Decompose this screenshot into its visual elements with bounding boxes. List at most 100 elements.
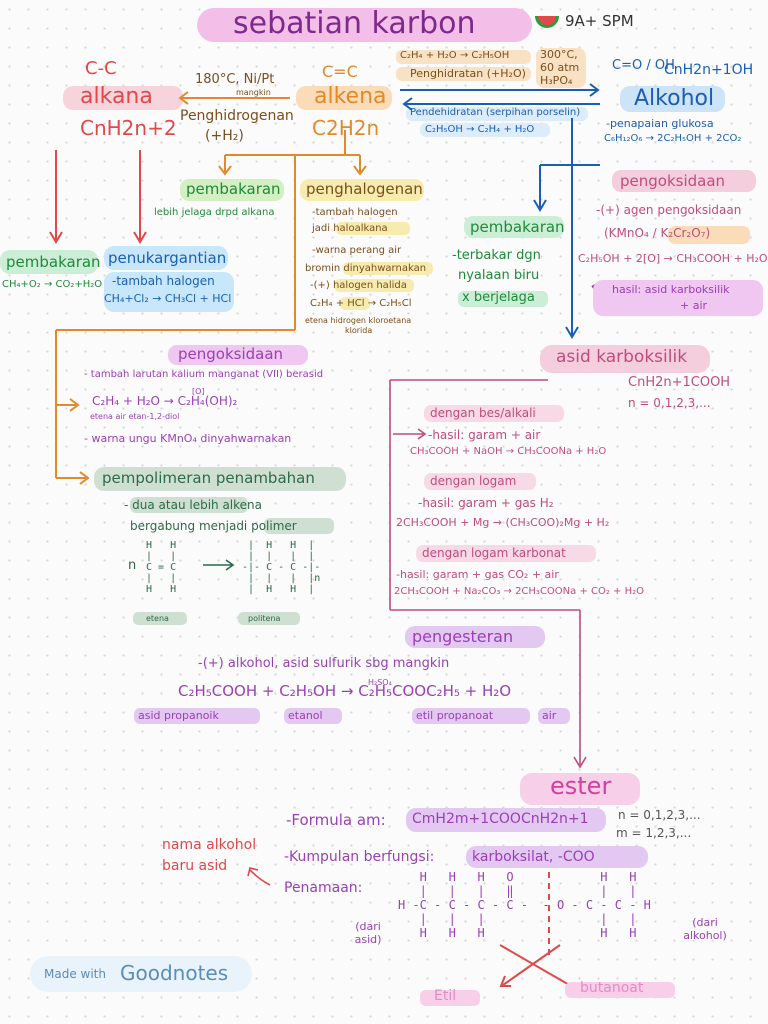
hydration-label: Penghidratan (+H₂O) [410,67,526,80]
ester-etil: Etil [434,988,457,1004]
hal-line-5: -(+) halogen halida [310,280,407,291]
alkena-formula: C2H2n [312,116,380,140]
grade-label: 9A+ SPM [565,12,634,30]
alkohol-name: Alkohol [634,86,715,111]
asid-item-3-hasil: -hasil: garam + gas CO₂ + air [396,568,559,581]
hal-under: etena hidrogen kloroetana [305,316,412,325]
penukargantian-note: -tambah halogen [112,274,215,288]
pengesteran-label-1: asid propanoik [138,709,219,722]
politena-structure: | H H | | | | | -|- C - C -|- | | | |n |… [242,540,321,595]
pengesteran-eq: C₂H₅COOH + C₂H₅OH → C₂H₅COOC₂H₅ + H₂O [178,682,512,700]
asid-item-3-eq: 2CH₃COOH + Na₂CO₃ → 2CH₃COONa + CO₂ + H₂… [394,586,645,597]
alkana-name: alkana [80,84,153,109]
alkana-bond: C-C [85,58,117,79]
ester-fungsi-label: -Kumpulan berfungsi: [284,849,435,865]
ester-formula: CmH2m+1COOCnH2n+1 [412,811,589,827]
asid-formula: CnH2n+1COOH [628,375,731,390]
pengoksidaan-eq: C₂H₄ + H₂O → C₂H₄(OH)₂ [92,394,238,408]
alkena-bond: C=C [322,62,358,81]
ester-m-range: m = 1,2,3,... [616,826,692,840]
pempolimeran-line-1: - dua atau lebih alkena [124,498,263,512]
made-with-label: Made with [44,967,106,981]
arrow-hydrogenation [178,91,290,105]
hydration-catalyst: H₃PO₄ [540,74,573,87]
pengoksidaan-cat: [O] [192,387,205,396]
hal-line-3: -warna perang air [312,245,402,256]
alkohol-formula: CnH2n+1OH [664,62,754,78]
pengesteran-label-2: etanol [288,709,323,722]
ester-note-2: baru asid [162,858,228,874]
hydrogenation-label: Penghidrogenan [180,108,294,124]
pengesteran-label-4: air [542,709,557,722]
pempolimeran-line-2: bergabung menjadi polimer [130,519,297,533]
hydrogenation-plus: (+H₂) [205,128,244,144]
pengesteran-line: -(+) alkohol, asid sulfurik sbg mangkin [198,656,450,671]
hal-line-4: bromin dinyahwarnakan [305,263,427,274]
hydration-temp: 300°C, [540,48,578,61]
polymer-n: n [128,558,137,573]
oks-line-4: hasil: asid karboksilik [612,283,730,296]
dehydration-eq: C₂H₅OH → C₂H₄ + H₂O [425,124,535,135]
ester-fungsi: karboksilat, -COO [472,849,595,865]
ester-name: ester [550,772,612,800]
pengoksidaan-line-1: - tambah larutan kalium manganat (VII) b… [84,369,324,380]
alkohol-pengoksidaan: pengoksidaan [620,172,726,190]
penukargantian-eq: CH₄+Cl₂ → CH₃Cl + HCl [104,292,232,305]
ester-structure: H H H O H H | | | ‖ | | H -C - C - C - C… [398,870,651,940]
ester-formula-label: -Formula am: [286,811,386,829]
oks-line-1: -(+) agen pengoksidaan [596,203,742,217]
asid-n: n = 0,1,2,3,... [628,396,711,410]
oks-line-5: + air [680,299,708,312]
hal-under-2: klorida [345,326,373,335]
alkohol-pemb-line-1: -terbakar dgn [452,248,541,263]
fermentation-eq: C₆H₁₂O₆ → 2C₂H₅OH + 2CO₂ [604,133,742,144]
asid-item-3-head: dengan logam karbonat [422,546,566,560]
ester-butanoat: butanoat [580,980,644,996]
asid-name: asid karboksilik [556,347,688,367]
dehydration-label: Pendehidratan (serpihan porselin) [410,107,581,118]
politena-label: politena [248,614,281,623]
etena-label: etena [146,614,169,623]
ester-note-1: nama alkohol [162,837,257,853]
goodnotes-badge[interactable]: Made with Goodnotes [30,956,252,992]
asid-item-1-hasil: -hasil: garam + air [428,428,541,442]
oks-line-3: C₂H₅OH + 2[O] → CH₃COOH + H₂O [578,252,768,265]
asid-item-2-head: dengan logam [430,474,517,488]
hydrogenation-catalyst: mangkin [236,88,271,97]
pengesteran-label-3: etil propanoat [416,709,494,722]
alkohol-pemb-line-3: x berjelaga [462,290,535,305]
pempolimeran-title: pempolimeran penambahan [102,469,315,487]
title-highlight [197,8,532,42]
asid-item-1-head: dengan bes/alkali [430,406,536,420]
pengoksidaan-line-2: - warna ungu KMnO₄ dinyahwarnakan [84,432,292,445]
alkana-formula: CnH2n+2 [80,116,177,140]
alkana-penukargantian: penukargantian [108,249,227,267]
asid-item-1-eq: CH₃COOH + NaOH → CH₃COONa + H₂O [410,446,607,457]
alkena-penghalogenan: penghalogenan [306,180,423,198]
pengesteran-cat: H₂SO₄ [368,678,392,687]
hydrogenation-condition: 180°C, Ni/Pt [195,72,275,87]
alkena-pembakaran: pembakaran [186,180,281,198]
dari-alkohol: (dari alkohol) [683,916,727,942]
asid-item-2-eq: 2CH₃COOH + Mg → (CH₃COO)₂Mg + H₂ [396,516,610,529]
fermentation-label: -penapaian glukosa [606,117,714,130]
pengoksidaan-title: pengoksidaan [178,345,284,363]
ester-penamaan: Penamaan: [284,880,363,896]
alkohol-pembakaran: pembakaran [470,218,565,236]
hydration-pressure: 60 atm [540,61,580,74]
page-title: sebatian karbon [233,6,476,41]
alkena-pembakaran-note: lebih jelaga drpd alkana [154,207,275,218]
pengoksidaan-eq-under: etena air etan-1,2-diol [90,412,180,421]
hal-line-1: -tambah halogen [312,207,398,218]
etena-structure: H H | | C = C | | H H [146,540,177,595]
hal-line-2: jadi haloalkana [312,223,388,234]
alkana-pembakaran-eq: CH₄+O₂ → CO₂+H₂O [2,279,103,290]
goodnotes-logo: Goodnotes [120,961,229,985]
pengesteran-title: pengesteran [412,627,514,646]
hydration-eq: C₂H₄ + H₂O → C₂H₅OH [400,50,510,61]
hal-line-6: C₂H₄ + HCl → C₂H₅Cl [310,298,412,309]
alkana-pembakaran: pembakaran [6,253,101,271]
alkohol-pemb-line-2: nyalaan biru [458,268,540,283]
watermelon-icon [535,16,559,28]
alkena-name: alkena [314,84,387,109]
